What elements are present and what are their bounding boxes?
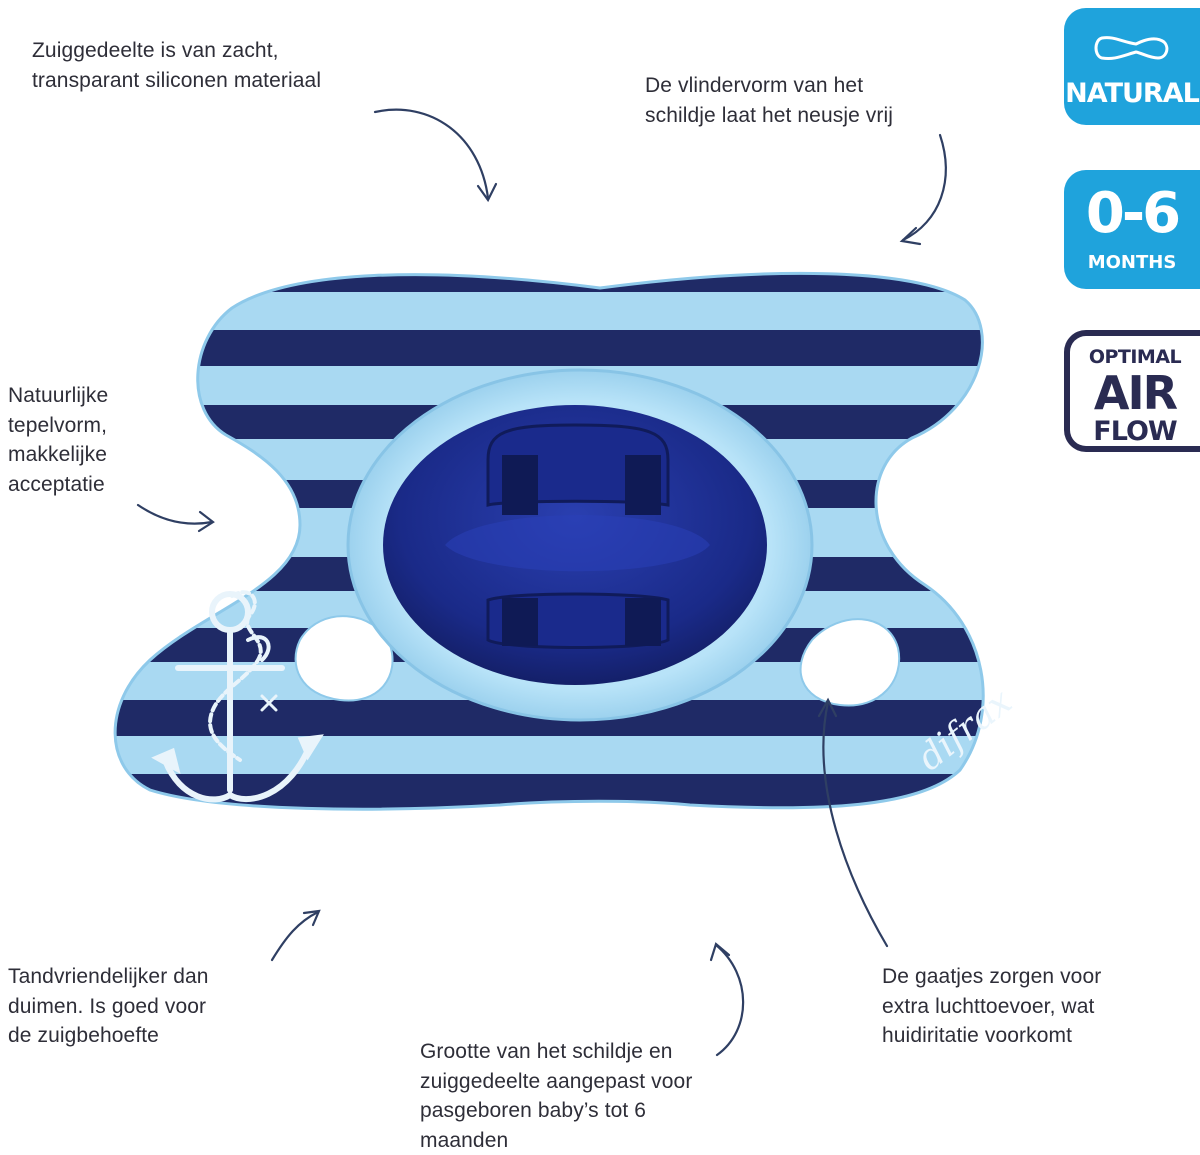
caption-line: huidiritatie voorkomt bbox=[882, 1021, 1101, 1051]
badge-natural: NATURAL bbox=[1064, 8, 1200, 125]
badge-airflow: OPTIMAL AIR FLOW bbox=[1064, 330, 1200, 452]
caption-air-holes: De gaatjes zorgen voor extra luchttoevoe… bbox=[882, 962, 1101, 1051]
caption-line: De gaatjes zorgen voor bbox=[882, 962, 1101, 992]
caption-nipple-shape: Natuurlijke tepelvorm, makkelijke accept… bbox=[8, 381, 108, 499]
badge-age: 0-6 MONTHS bbox=[1064, 170, 1200, 289]
caption-line: zuiggedeelte aangepast voor bbox=[420, 1067, 692, 1097]
caption-line: maanden bbox=[420, 1126, 692, 1155]
caption-line: Zuiggedeelte is van zacht, bbox=[32, 36, 321, 66]
caption-size: Grootte van het schildje en zuiggedeelte… bbox=[420, 1037, 692, 1155]
badge-airflow-line3: FLOW bbox=[1070, 416, 1200, 447]
nipple-outline-icon bbox=[1092, 30, 1174, 66]
caption-line: Natuurlijke bbox=[8, 381, 108, 411]
badge-age-range: 0-6 bbox=[1064, 182, 1200, 246]
caption-material: Zuiggedeelte is van zacht, transparant s… bbox=[32, 36, 321, 95]
caption-line: pasgeboren baby’s tot 6 bbox=[420, 1096, 692, 1126]
caption-line: transparant siliconen materiaal bbox=[32, 66, 321, 96]
badge-airflow-line2: AIR bbox=[1070, 368, 1200, 418]
caption-line: extra luchttoevoer, wat bbox=[882, 992, 1101, 1022]
badge-age-unit: MONTHS bbox=[1064, 252, 1200, 273]
caption-shield-shape: De vlindervorm van het schildje laat het… bbox=[645, 71, 893, 130]
badge-airflow-line1: OPTIMAL bbox=[1070, 346, 1200, 368]
caption-line: De vlindervorm van het bbox=[645, 71, 893, 101]
caption-teeth: Tandvriendelijker dan duimen. Is goed vo… bbox=[8, 962, 209, 1051]
caption-line: schildje laat het neusje vrij bbox=[645, 101, 893, 131]
caption-line: duimen. Is goed voor bbox=[8, 992, 209, 1022]
pacifier-button bbox=[348, 370, 812, 720]
caption-line: de zuigbehoefte bbox=[8, 1021, 209, 1051]
arrow-material bbox=[375, 110, 496, 200]
caption-line: Tandvriendelijker dan bbox=[8, 962, 209, 992]
caption-line: acceptatie bbox=[8, 470, 108, 500]
caption-line: Grootte van het schildje en bbox=[420, 1037, 692, 1067]
badge-natural-label: NATURAL bbox=[1064, 78, 1200, 109]
arrow-shield-shape bbox=[902, 135, 946, 244]
arrow-size bbox=[711, 944, 743, 1055]
arrow-nipple-shape bbox=[138, 505, 213, 531]
caption-line: makkelijke bbox=[8, 440, 108, 470]
caption-line: tepelvorm, bbox=[8, 411, 108, 441]
arrow-teeth bbox=[272, 911, 319, 960]
